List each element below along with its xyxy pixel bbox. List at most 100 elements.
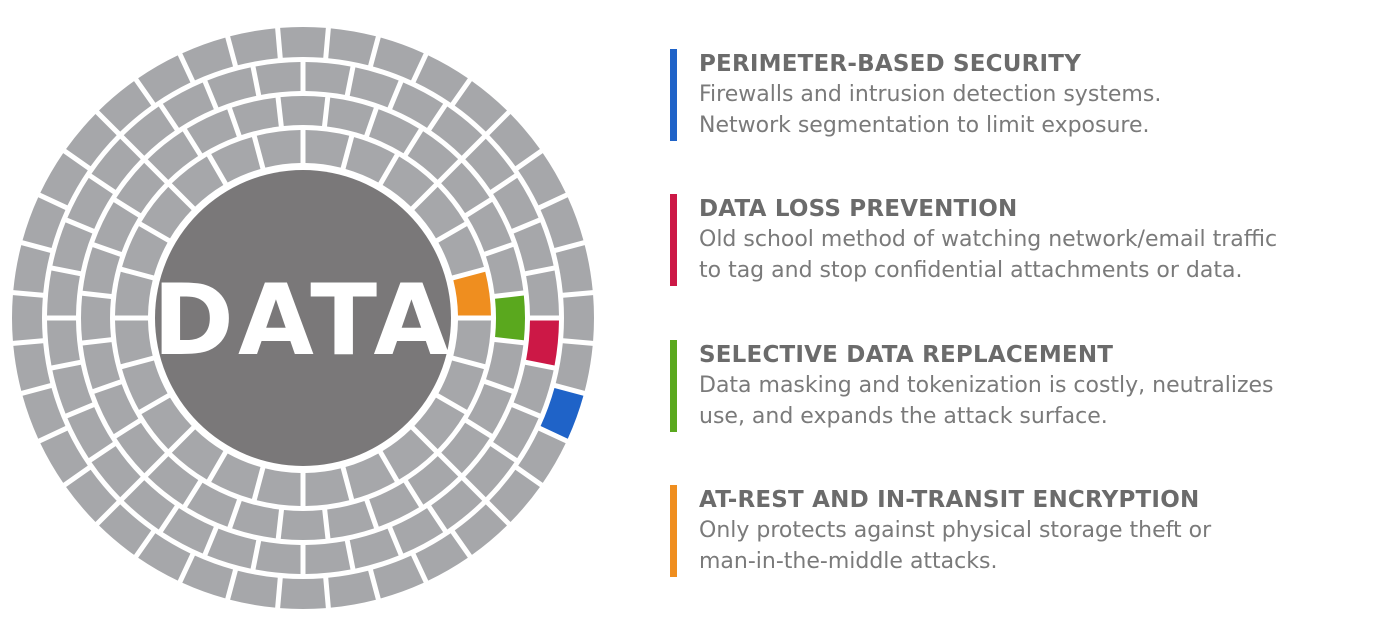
ring-segment: [555, 245, 593, 293]
ring-segment: [82, 247, 120, 295]
legend-item-dlp: DATA LOSS PREVENTION Old school method o…: [670, 194, 1277, 286]
ring-segment: [280, 578, 326, 609]
ring-segment: [372, 37, 424, 81]
item-title: SELECTIVE DATA REPLACEMENT: [699, 342, 1114, 368]
ring-segment: [91, 138, 141, 190]
ring-segment: [67, 407, 113, 459]
ring-segment: [467, 384, 512, 434]
ring-segment: [116, 162, 165, 214]
ring-segment: [40, 153, 88, 206]
ring-segment: [52, 222, 93, 272]
ring-segment: [211, 137, 261, 183]
ring-segment: [465, 138, 515, 190]
ring-segment: [171, 156, 224, 207]
ring-segment: [147, 131, 199, 180]
ring-segment: [40, 430, 88, 483]
ring-segment: [47, 270, 80, 316]
ring-segment: [563, 295, 594, 341]
ring-segment: [372, 555, 424, 599]
ring-segment: [382, 429, 435, 480]
ring-segment: [99, 81, 152, 132]
ring-segment: [280, 95, 326, 126]
ring-segment: [255, 62, 301, 95]
ring-segment: [438, 226, 484, 276]
ring-segment: [123, 480, 175, 530]
ring-segment: [231, 97, 279, 136]
ring-segment: [438, 360, 484, 410]
ring-segment: [207, 67, 257, 108]
ring-segment: [493, 177, 539, 229]
item-desc: Data masking and tokenization is costly,…: [699, 373, 1274, 429]
ring-segment: [453, 320, 491, 365]
ring-segment: [518, 430, 566, 483]
ring-segment: [162, 82, 214, 128]
ring-segment: [187, 482, 237, 527]
ring-segment: [513, 222, 554, 272]
ring-segment: [489, 469, 540, 522]
ring-segment: [94, 202, 139, 252]
ring-segment: [518, 153, 566, 206]
ring-segment: [52, 364, 93, 414]
item-desc: Firewalls and intrusion detection system…: [699, 82, 1162, 138]
ring-segment: [555, 343, 593, 391]
ring-segment: [349, 67, 399, 108]
ring-segment: [94, 384, 139, 435]
ring-segment: [122, 360, 168, 410]
ring-segment: [454, 81, 507, 132]
ring-segment: [47, 320, 80, 366]
ring-segment: [369, 482, 420, 527]
ring-segment: [141, 397, 192, 450]
ring-segment: [66, 469, 117, 522]
ring-segment: [122, 226, 168, 276]
ring-segment: [326, 97, 374, 135]
ring-segment: [138, 55, 191, 103]
ring-segment: [382, 156, 435, 207]
item-desc: Only protects against physical storage t…: [699, 518, 1212, 574]
ring-segment-orange: [453, 271, 491, 316]
item-title: DATA LOSS PREVENTION: [699, 196, 1018, 222]
ring-segment: [115, 271, 153, 316]
ring-segment: [328, 570, 376, 608]
ring-segment: [82, 342, 121, 390]
ring-segment: [513, 364, 554, 414]
ring-segment: [115, 320, 153, 365]
ring-segment: [441, 422, 490, 474]
ring-segment: [327, 500, 375, 539]
item-title: PERIMETER-BASED SECURITY: [699, 51, 1082, 77]
ring-segment: [230, 28, 278, 66]
ring-segment: [415, 55, 468, 103]
ring-segment: [13, 245, 51, 293]
ring-segment: [414, 186, 465, 239]
ring-segment: [493, 407, 539, 459]
ring-segment: [407, 131, 459, 180]
ring-segment: [305, 468, 350, 506]
ring-segment: [345, 137, 395, 183]
ring-segment: [486, 341, 524, 389]
ring-segment: [256, 130, 301, 168]
ring-segment: [431, 480, 483, 530]
ring-segment: [280, 510, 326, 540]
ring-segment: [123, 106, 175, 156]
ring-segment: [182, 555, 234, 599]
ring-segment: [305, 541, 351, 574]
data-core: [155, 170, 451, 466]
ring-segment: [138, 533, 191, 581]
ring-segment-red: [526, 320, 559, 366]
ring-segment: [162, 508, 214, 554]
ring-segment-green: [495, 295, 525, 341]
ring-segment: [305, 62, 351, 95]
ring-segment: [67, 177, 113, 229]
ring-segment: [211, 453, 261, 499]
ring-segment: [182, 37, 234, 81]
item-desc: Old school method of watching network/em…: [699, 227, 1278, 283]
ring-segment: [255, 541, 301, 574]
ring-segment: [465, 446, 515, 498]
ring-segment: [280, 27, 326, 58]
ring-segment: [13, 343, 51, 391]
ring-segment: [91, 446, 141, 498]
ring-segment: [230, 570, 278, 608]
ring-segment: [345, 453, 395, 499]
ring-segment: [349, 528, 399, 569]
ring-segment: [526, 270, 559, 316]
ring-segment: [454, 504, 507, 555]
